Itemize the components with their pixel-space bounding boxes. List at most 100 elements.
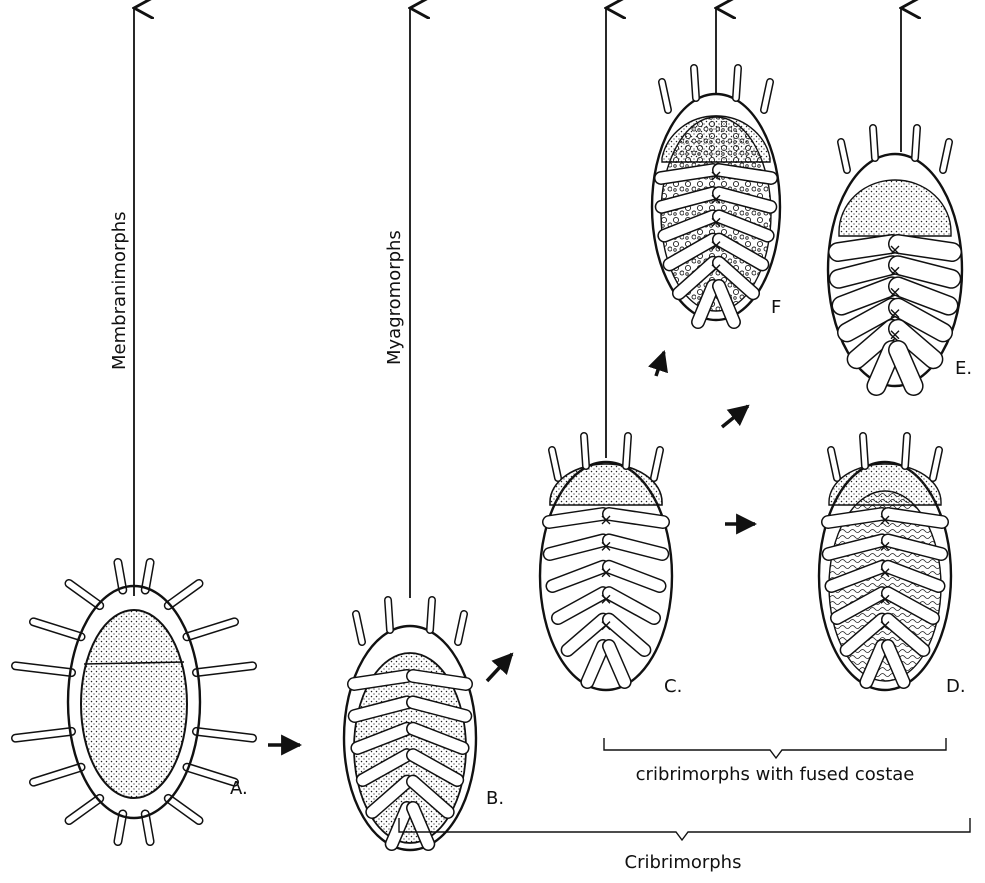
c-costa-1r <box>609 540 662 554</box>
specimen-e-frontal-area <box>839 180 951 236</box>
f-spine-2 <box>694 68 696 98</box>
spine-a-8 <box>196 666 252 673</box>
spine-a-7-fill <box>16 666 72 673</box>
c-costa-3l <box>558 593 603 618</box>
f-spine-4-fill <box>764 82 770 110</box>
c-costa-5l <box>587 646 603 682</box>
membranimorphs-label: Membranimorphs <box>109 211 130 370</box>
specimen-e-spines <box>841 128 949 170</box>
c-spine-4 <box>654 450 660 478</box>
c-costa-3r <box>609 593 654 618</box>
d-spine-2 <box>863 436 865 466</box>
b-spine-3 <box>430 600 432 630</box>
specimen-d-frontal-area <box>829 464 941 505</box>
c-spine-1-fill <box>552 450 558 478</box>
b-spine-1 <box>356 614 362 642</box>
arrow-c-to-f <box>656 352 664 376</box>
spine-a-10 <box>196 731 252 738</box>
lineage-arrows <box>134 8 901 598</box>
specimen-a: A. <box>16 562 253 841</box>
e-spine-2-fill <box>873 128 875 158</box>
b-spine-4-fill <box>458 614 464 642</box>
d-spine-1 <box>831 450 837 478</box>
spine-a-9-fill <box>16 731 72 738</box>
b-spine-4 <box>458 614 464 642</box>
b-spine-2 <box>388 600 390 630</box>
f-spine-1 <box>662 82 668 110</box>
specimen-f-frontal-area <box>662 116 770 162</box>
arrow-b-to-c <box>487 654 512 681</box>
e-spine-3-fill <box>915 128 917 158</box>
spine-a-14-fill <box>168 798 199 820</box>
fused-costae-label: cribrimorphs with fused costae <box>636 764 915 785</box>
spine-a-12 <box>187 767 235 782</box>
spine-a-6-fill <box>187 622 235 637</box>
myagromorphs-label: Myagromorphs <box>384 230 405 365</box>
f-spine-4 <box>764 82 770 110</box>
specimen-a-label: A. <box>230 778 248 799</box>
d-spine-1-fill <box>831 450 837 478</box>
cribrimorphs-bracket <box>399 818 970 840</box>
d-spine-4 <box>933 450 939 478</box>
f-spine-1-fill <box>662 82 668 110</box>
specimen-c-label: C. <box>664 676 682 697</box>
spine-a-11-fill <box>34 767 82 782</box>
specimen-f-label: F <box>771 297 781 318</box>
spine-a-16 <box>145 814 150 842</box>
e-costa-0r <box>898 244 952 252</box>
spine-a-15 <box>118 814 123 842</box>
e-spine-1-fill <box>841 142 847 170</box>
b-spine-1-fill <box>356 614 362 642</box>
f-spine-2-fill <box>694 68 696 98</box>
specimen-e: E. <box>828 128 972 386</box>
arrow-c-to-e <box>722 406 748 427</box>
spine-a-5 <box>34 622 82 637</box>
b-spine-2-fill <box>388 600 390 630</box>
spine-a-5-fill <box>34 622 82 637</box>
spine-a-8-fill <box>196 666 252 673</box>
c-costa-1l <box>550 540 603 554</box>
d-spine-4-fill <box>933 450 939 478</box>
specimen-b-label: B. <box>486 788 504 809</box>
specimen-b-spines <box>356 600 464 642</box>
spine-a-14 <box>168 798 199 820</box>
d-spine-3-fill <box>905 436 907 466</box>
e-costa-0l <box>838 244 892 252</box>
d-spine-3 <box>905 436 907 466</box>
spine-a-1 <box>118 562 123 590</box>
spine-a-6 <box>187 622 235 637</box>
spine-a-11 <box>34 767 82 782</box>
spine-a-9 <box>16 731 72 738</box>
spine-a-13-fill <box>69 798 100 820</box>
specimen-d-label: D. <box>946 676 966 697</box>
c-costa-5r <box>609 646 625 682</box>
e-costa-5r <box>898 350 914 386</box>
e-spine-3 <box>915 128 917 158</box>
spine-a-4 <box>168 583 199 605</box>
specimen-c: C. <box>540 436 682 697</box>
f-spine-3-fill <box>736 68 738 98</box>
specimen-f: F <box>652 68 781 322</box>
specimen-e-costae <box>838 244 952 386</box>
cribrimorphs-label: Cribrimorphs <box>625 852 742 873</box>
b-spine-3-fill <box>430 600 432 630</box>
c-spine-3 <box>626 436 628 466</box>
d-spine-2-fill <box>863 436 865 466</box>
e-spine-4-fill <box>943 142 949 170</box>
fused-costae-bracket <box>604 738 946 758</box>
spine-a-12-fill <box>187 767 235 782</box>
spine-a-4-fill <box>168 583 199 605</box>
c-spine-2-fill <box>584 436 586 466</box>
e-spine-2 <box>873 128 875 158</box>
specimen-a-dotted-area <box>81 610 187 798</box>
c-spine-2 <box>584 436 586 466</box>
spine-a-10-fill <box>196 731 252 738</box>
specimen-c-costae <box>549 514 663 682</box>
specimen-c-frontal-area <box>550 464 662 505</box>
specimen-b: B. <box>344 600 504 850</box>
f-spine-3 <box>736 68 738 98</box>
spine-a-13 <box>69 798 100 820</box>
e-spine-4 <box>943 142 949 170</box>
e-spine-1 <box>841 142 847 170</box>
spine-a-7 <box>16 666 72 673</box>
